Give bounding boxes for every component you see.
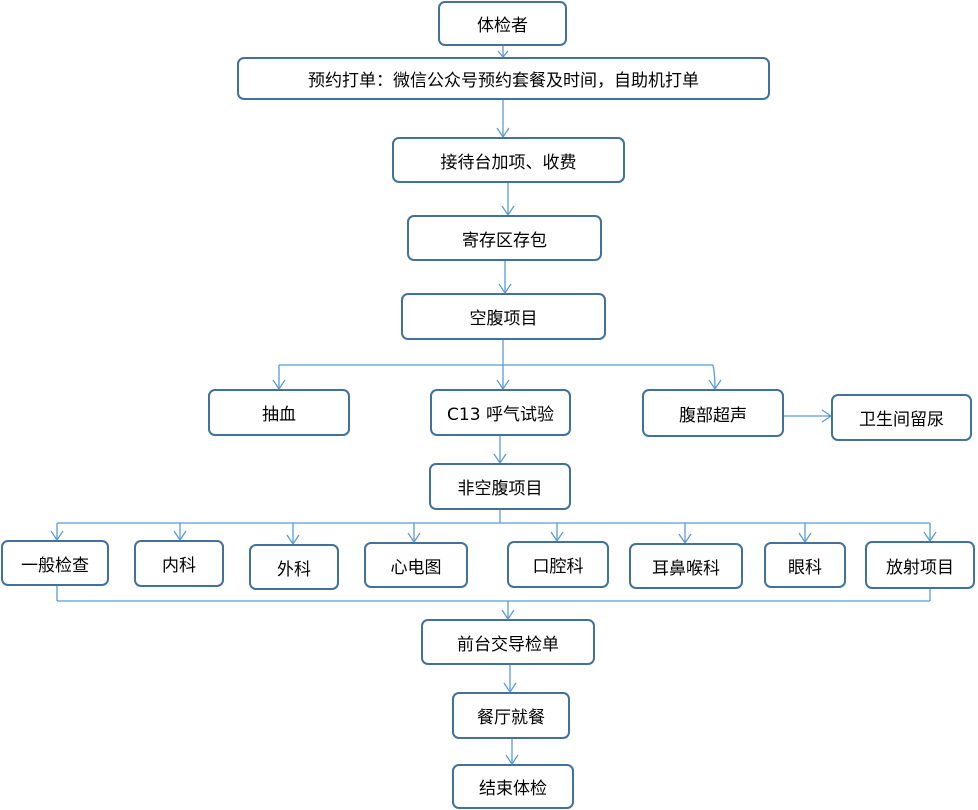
node-locker: 寄存区存包 (407, 215, 602, 261)
node-surgery: 外科 (249, 544, 339, 590)
node-ent: 耳鼻喉科 (629, 543, 743, 589)
node-finish: 结束体检 (452, 764, 574, 809)
node-ecg: 心电图 (364, 542, 468, 588)
node-general: 一般检查 (1, 540, 109, 586)
node-dental: 口腔科 (507, 541, 609, 588)
node-breath-test: C13 呼气试验 (430, 389, 571, 436)
edge-bar-ultrasound (712, 364, 716, 390)
node-fasting: 空腹项目 (401, 293, 606, 340)
node-radiology: 放射项目 (865, 541, 975, 589)
node-blood: 抽血 (208, 389, 350, 436)
node-eye: 眼科 (764, 542, 846, 588)
node-ultrasound: 腹部超声 (642, 389, 784, 437)
node-non-fasting: 非空腹项目 (429, 463, 571, 510)
node-internal: 内科 (134, 540, 224, 587)
node-booking: 预约打单：微信公众号预约套餐及时间，自助机打单 (237, 57, 770, 100)
node-examinee: 体检者 (438, 1, 567, 46)
node-reception: 接待台加项、收费 (392, 137, 625, 183)
node-meal: 餐厅就餐 (452, 692, 570, 739)
node-submit: 前台交导检单 (421, 619, 595, 665)
node-urine: 卫生间留尿 (831, 394, 972, 441)
